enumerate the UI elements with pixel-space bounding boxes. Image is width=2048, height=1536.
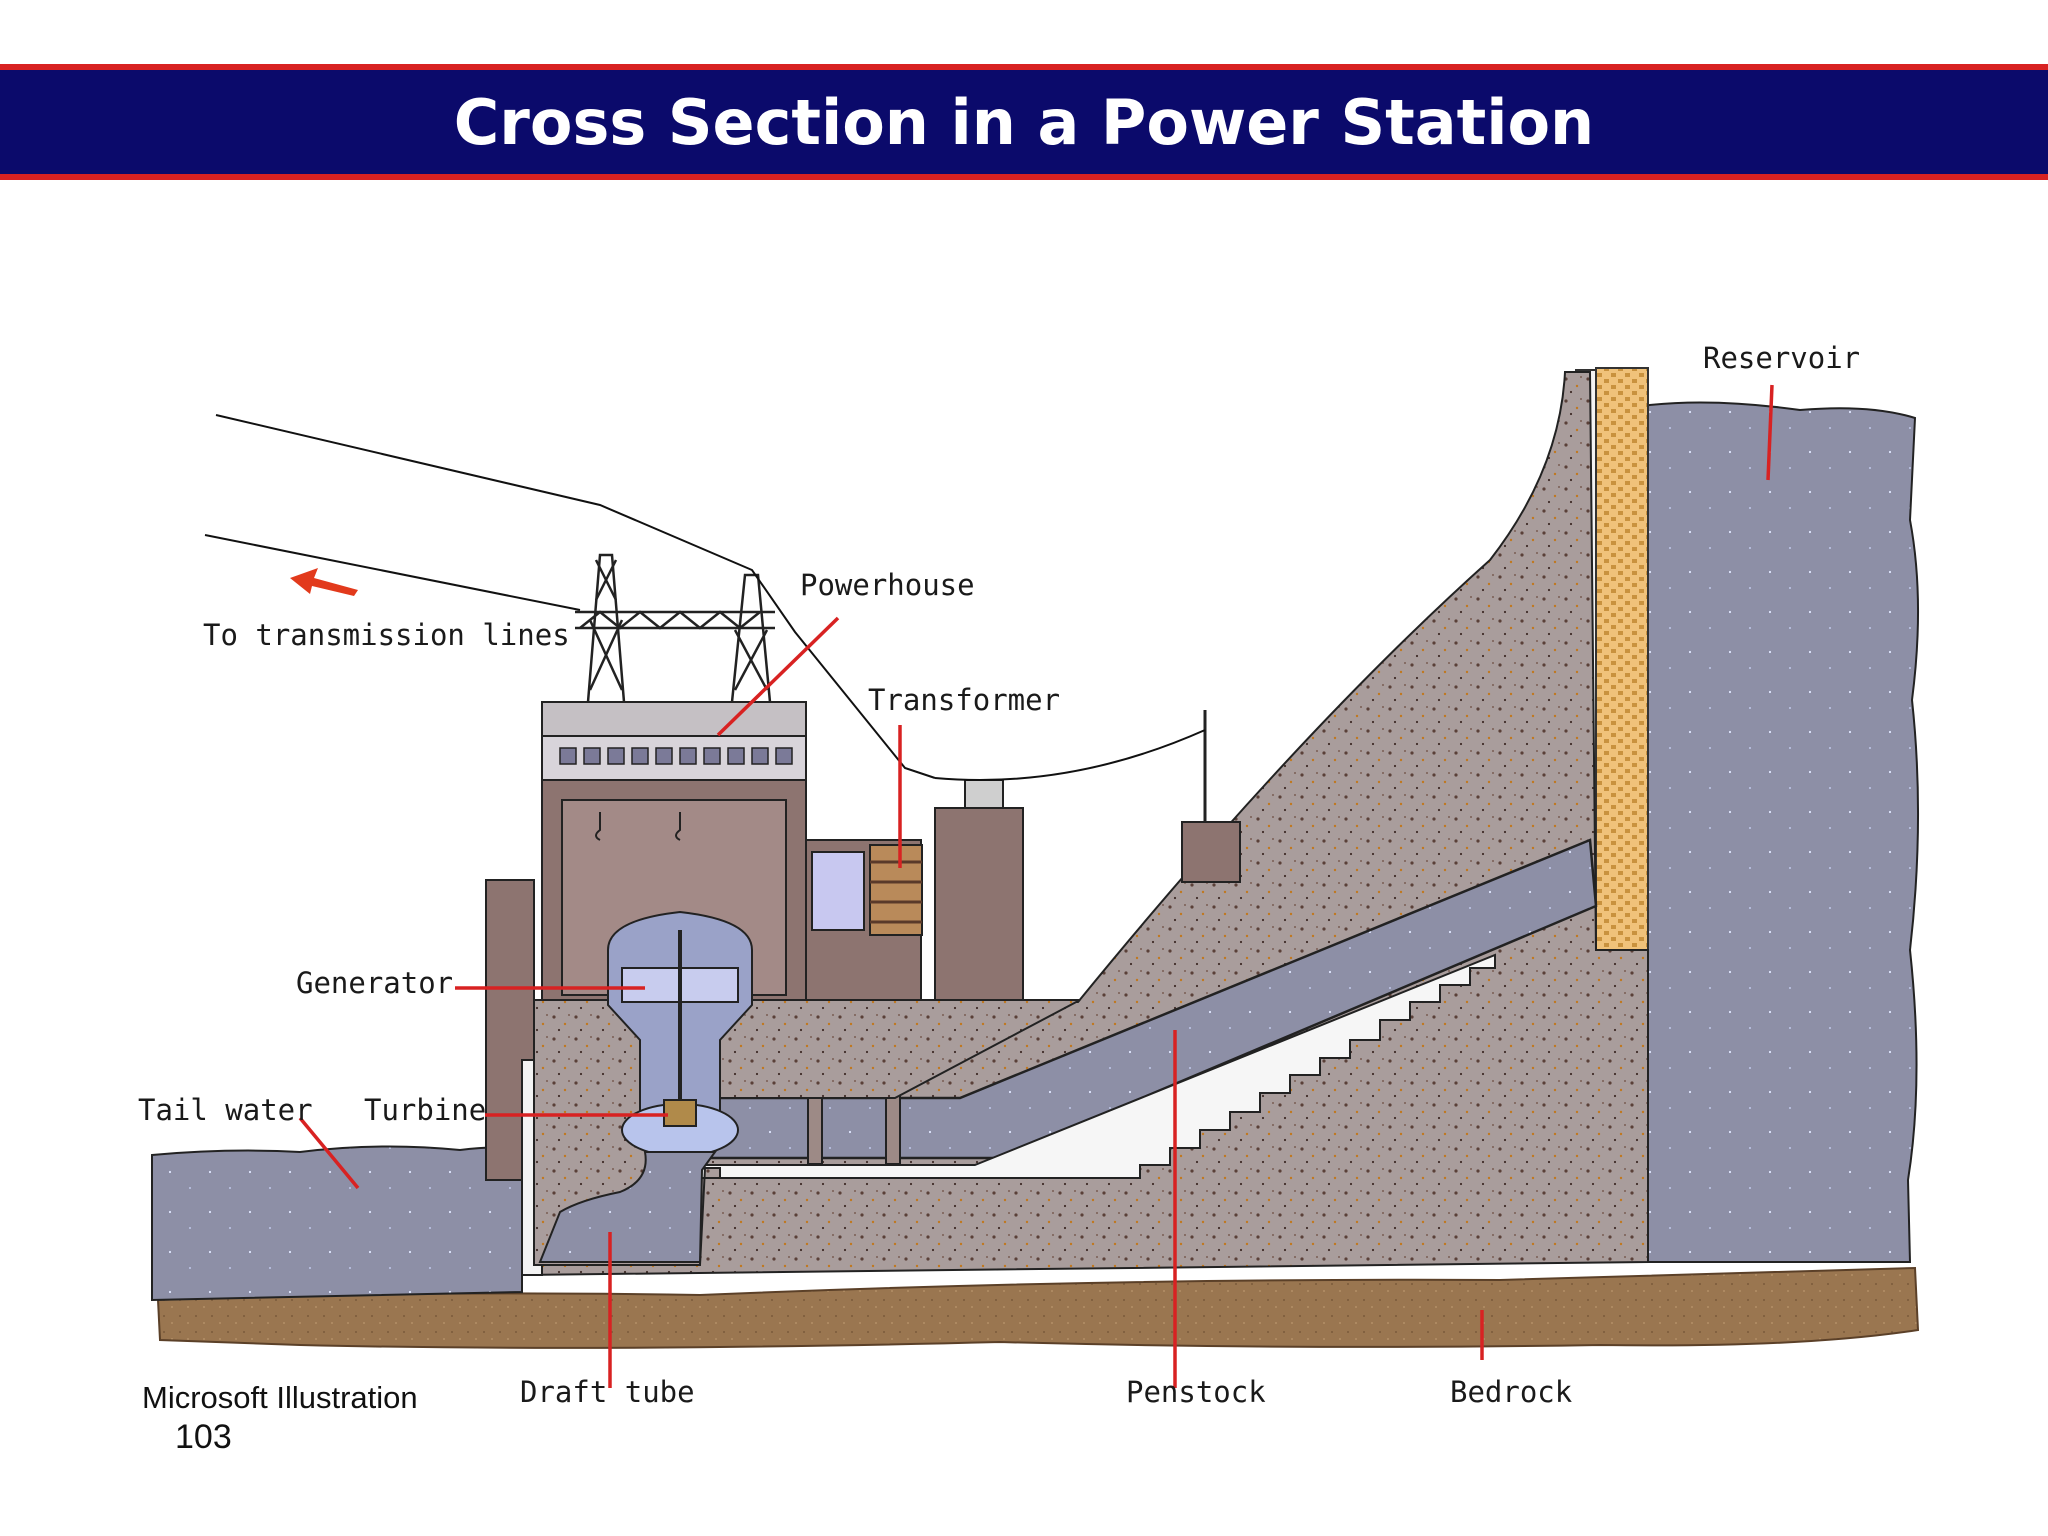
transmission-tower-left (575, 553, 775, 703)
title-bar: Cross Section in a Power Station (0, 64, 2048, 180)
transmission-wire-dam (934, 729, 1206, 781)
transformer (869, 844, 923, 936)
label-generator: Generator (296, 966, 453, 1000)
switchyard-building (934, 807, 1024, 1001)
dam-brick-face (1595, 367, 1649, 954)
label-tail-water: Tail water (138, 1093, 313, 1127)
label-reservoir: Reservoir (1703, 341, 1860, 375)
slide-title: Cross Section in a Power Station (453, 85, 1595, 159)
draft-tube (538, 1151, 717, 1263)
tail-water (151, 1145, 523, 1302)
image-credit: Microsoft Illustration (142, 1380, 418, 1415)
powerhouse-roof (541, 701, 807, 737)
label-powerhouse: Powerhouse (800, 568, 975, 602)
label-to-transmission-lines: To transmission lines (203, 618, 570, 652)
label-draft-tube: Draft tube (520, 1375, 695, 1409)
label-transformer: Transformer (868, 683, 1060, 717)
powerhouse-vents (559, 747, 793, 765)
control-window (811, 851, 865, 931)
crane-hook-left (595, 812, 601, 841)
label-turbine: Turbine (364, 1093, 486, 1127)
leader-lines (298, 384, 1774, 1388)
penstock-joint-right (885, 1091, 901, 1165)
penstock-joint-left (807, 1091, 823, 1165)
switch-insulators (964, 779, 1004, 809)
crane-hook-right (675, 812, 681, 841)
transmission-tower-right (730, 573, 772, 703)
transmission-wire-lower (204, 534, 581, 611)
label-bedrock: Bedrock (1450, 1375, 1573, 1409)
bedrock (156, 1266, 1920, 1349)
direction-arrow (290, 568, 358, 596)
transmission-wire-upper (215, 414, 936, 779)
page-number: 103 (175, 1418, 232, 1456)
dam-access-building (1181, 821, 1241, 883)
reservoir (1625, 401, 1920, 1263)
label-penstock: Penstock (1126, 1375, 1266, 1409)
spillway-steps (699, 953, 1496, 1179)
